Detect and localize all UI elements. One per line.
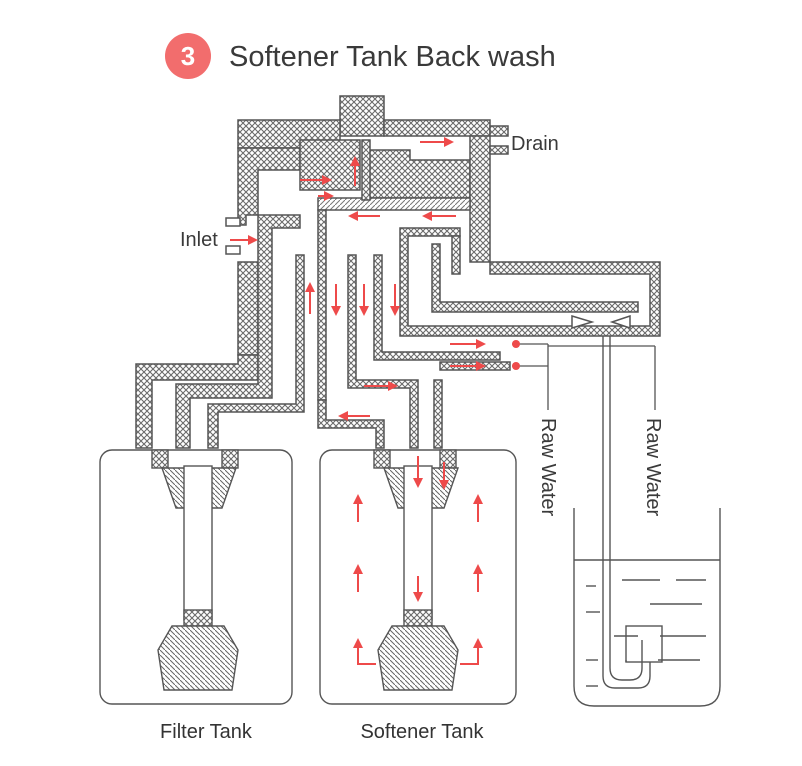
step-number: 3 (181, 41, 195, 71)
raw-water-port-2 (512, 362, 520, 370)
filter-supply-pipe (135, 214, 301, 449)
valve-head (237, 95, 509, 356)
softener-tank-label: Softener Tank (360, 721, 484, 743)
filter-tank-label: Filter Tank (160, 721, 253, 743)
labels: Drain Inlet Raw Water Raw Water Filter T… (160, 133, 664, 743)
title-group: 3 Softener Tank Back wash (165, 33, 556, 79)
filter-tank (99, 449, 293, 705)
page-title: Softener Tank Back wash (229, 41, 556, 73)
step-badge-icon (165, 33, 211, 79)
arrow-bottom-right (460, 638, 483, 665)
injector-assembly (399, 227, 661, 337)
flow-arrows (230, 137, 486, 665)
inlet-label: Inlet (180, 229, 218, 251)
raw-water-label-2: Raw Water (642, 418, 664, 517)
raw-water-port-1 (512, 340, 520, 348)
central-pipes (207, 139, 511, 449)
arrow-bottom-left (353, 638, 376, 665)
suction-tube (602, 336, 663, 689)
raw-water-label-1: Raw Water (537, 418, 559, 517)
drain-label: Drain (511, 133, 559, 155)
raw-water-lines (512, 340, 656, 410)
raw-water-container (573, 508, 721, 707)
